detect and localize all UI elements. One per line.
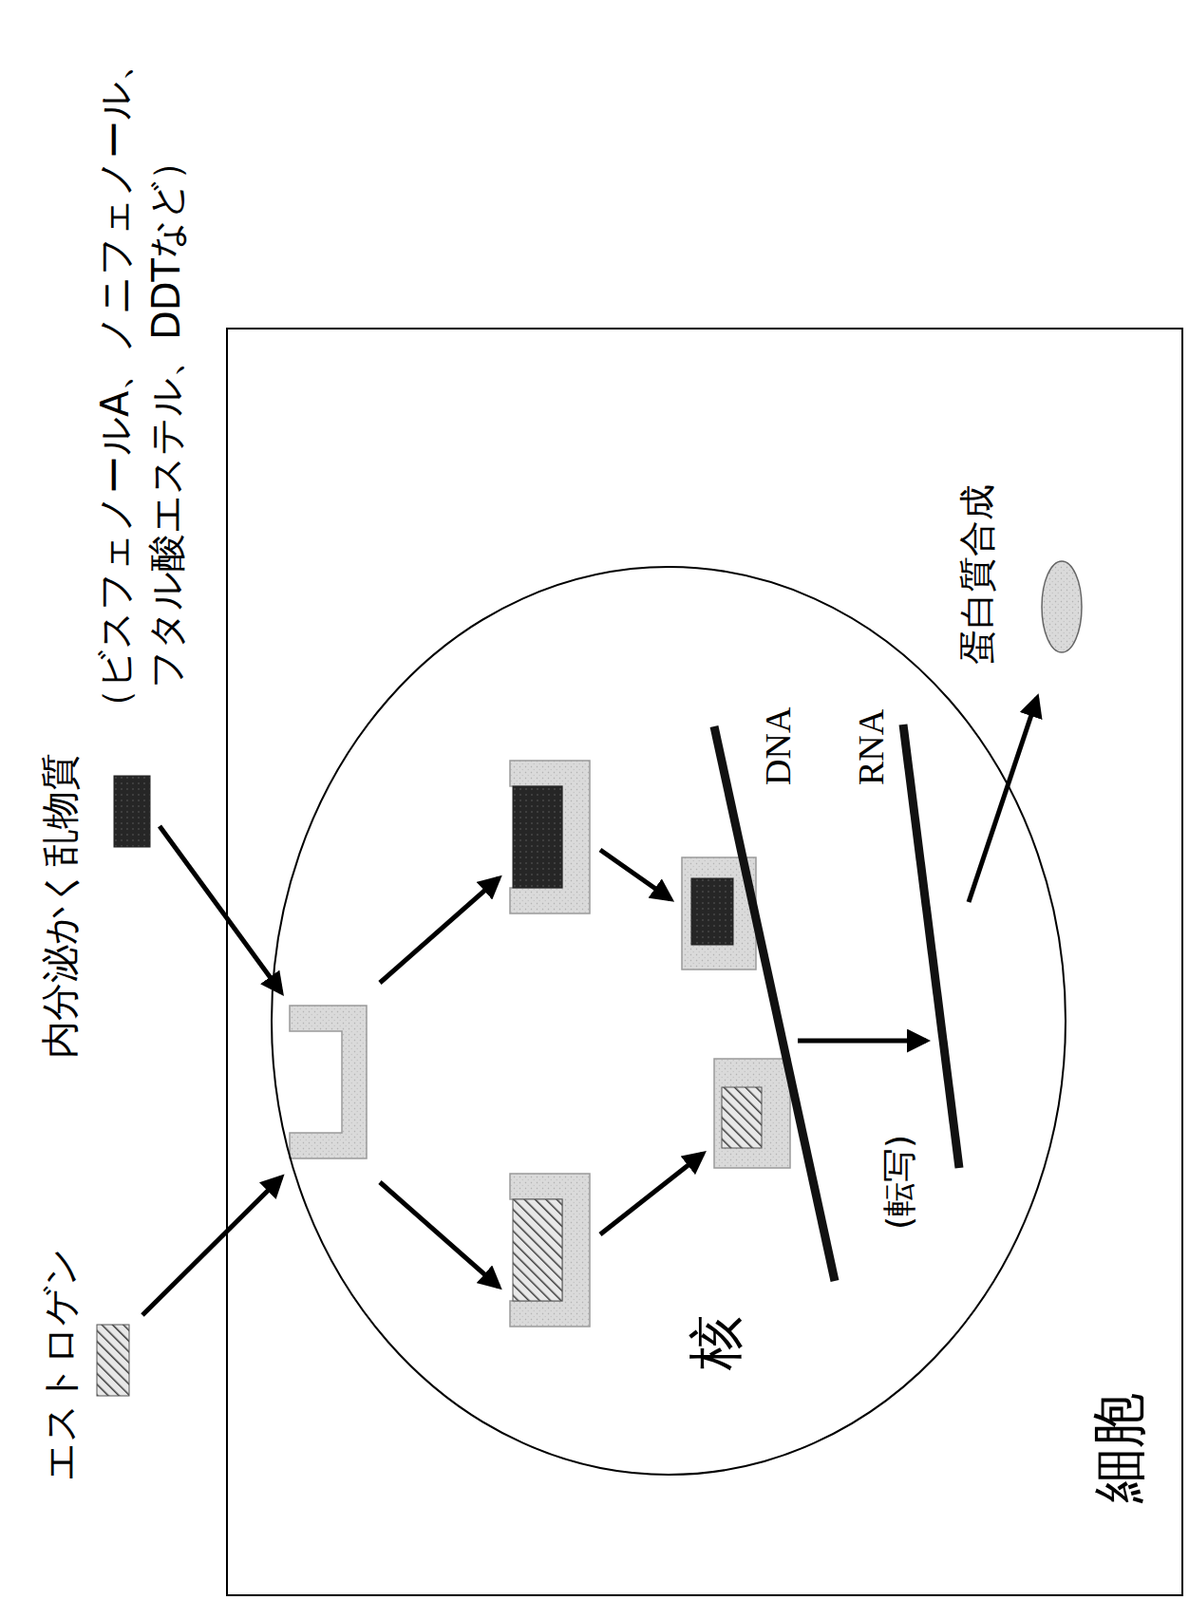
example-list: （ビスフェノールA、ノニフェノール、 フタル酸エステル、DDTなど）: [89, 9, 192, 727]
disruptor-ligand: [512, 786, 563, 888]
arrow: [968, 698, 1038, 903]
receptor: [714, 1058, 791, 1169]
strand-label: DNA: [757, 707, 800, 786]
ligand-label: 内分泌かく乱物質: [37, 753, 82, 1059]
process-label: (転写): [879, 1134, 919, 1230]
protein: [1041, 561, 1082, 653]
node-title: 核: [683, 1315, 748, 1371]
strand-label: RNA: [850, 709, 893, 786]
dna-strand: [714, 726, 835, 1282]
nucleus-outline: [269, 565, 1068, 1477]
arrow: [797, 1038, 926, 1044]
arrow: [600, 1153, 703, 1235]
rna-strand: [903, 724, 960, 1169]
arrow: [379, 1182, 499, 1287]
nucleus-ellipse: [271, 566, 1066, 1475]
receptor: [509, 1173, 590, 1327]
receptor: [289, 1005, 367, 1159]
estrogen-ligand: [721, 1087, 762, 1149]
estrogen-swatch: [96, 1324, 130, 1397]
ligand-label: エストロゲン: [37, 1247, 82, 1482]
disruptor-ligand: [691, 878, 734, 945]
estrogen-ligand: [512, 1199, 563, 1302]
arrow: [600, 849, 671, 900]
node-title: 細胞: [1087, 1393, 1152, 1504]
cell-rect: 細胞 核: [226, 327, 1184, 1597]
process-label: 蛋白質合成: [957, 484, 1000, 665]
disruptor-swatch: [113, 775, 151, 848]
arrow: [379, 878, 499, 983]
arrows: [142, 698, 1038, 1316]
arrow: [142, 1177, 282, 1316]
nucleus-circle: 核: [269, 565, 1068, 1477]
receptor: [509, 760, 590, 914]
arrow: [159, 826, 282, 993]
